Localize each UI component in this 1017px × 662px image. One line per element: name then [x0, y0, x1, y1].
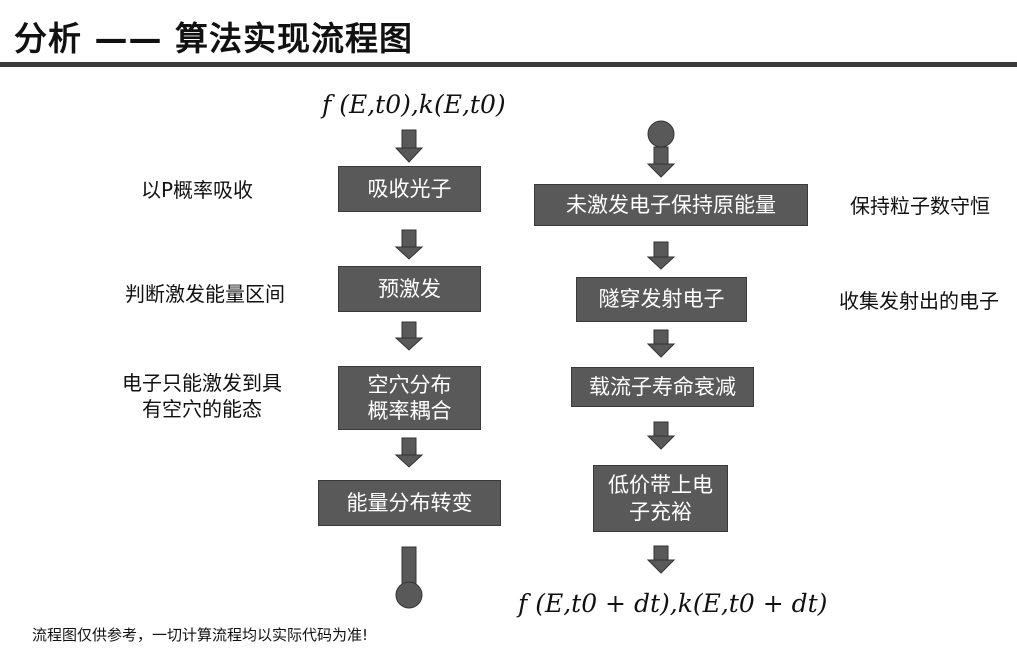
- tunnel-emission-box: 隧穿发射电子: [576, 277, 747, 322]
- pre-excite-note: 判断激发能量区间: [125, 282, 285, 306]
- arrow-tunnel-to-lifetime: [646, 329, 676, 358]
- box-label: 载流子寿命衰减: [589, 374, 736, 399]
- connector-right-start: [646, 120, 676, 178]
- final-distribution-formula: f (E,t0 + dt),k(E,t0 + dt): [518, 589, 827, 618]
- box-label-line2: 概率耦合: [367, 399, 452, 423]
- box-label: 预激发: [378, 276, 441, 301]
- arrow-refill-to-formula: [646, 545, 676, 574]
- note-line2: 有空穴的能态: [142, 397, 262, 421]
- connector-left-terminal: [395, 546, 423, 609]
- formula-text: f (E,t0),k(E,t0): [322, 90, 506, 119]
- absorb-photon-box: 吸收光子: [338, 166, 481, 212]
- hole-coupling-box: 空穴分布 概率耦合: [338, 366, 481, 430]
- box-label: 隧穿发射电子: [598, 287, 725, 312]
- pre-excite-box: 预激发: [338, 266, 481, 312]
- arrow-formula-to-absorb: [394, 129, 424, 163]
- arrow-lifetime-to-refill: [646, 421, 676, 450]
- footer-disclaimer: 流程图仅供参考，一切计算流程均以实际代码为准!: [32, 626, 369, 644]
- note-line1: 电子只能激发到具: [122, 371, 282, 395]
- box-label: 能量分布转变: [346, 490, 473, 515]
- box-label-line1: 空穴分布: [367, 372, 452, 397]
- keep-energy-note: 保持粒子数守恒: [850, 194, 990, 218]
- arrow-coupling-to-energy: [394, 437, 424, 468]
- box-label: 吸收光子: [367, 176, 452, 201]
- absorb-note: 以P概率吸收: [141, 178, 254, 202]
- energy-change-box: 能量分布转变: [318, 480, 501, 526]
- initial-distribution-formula: f (E,t0),k(E,t0): [322, 90, 506, 119]
- band-refill-box: 低价带上电 子充裕: [593, 465, 728, 532]
- tunnel-note: 收集发射出的电子: [839, 289, 999, 313]
- keep-energy-box: 未激发电子保持原能量: [534, 184, 808, 226]
- arrow-preexcite-to-coupling: [394, 321, 424, 351]
- carrier-lifetime-box: 载流子寿命衰减: [571, 367, 754, 407]
- page-title: 分析 —— 算法实现流程图: [14, 19, 413, 58]
- box-label-line2: 子充裕: [629, 499, 692, 524]
- arrow-absorb-to-preexcite: [394, 229, 424, 260]
- box-label-line1: 低价带上电: [608, 473, 713, 498]
- box-label: 未激发电子保持原能量: [566, 192, 776, 217]
- formula-text: f (E,t0 + dt),k(E,t0 + dt): [518, 589, 828, 618]
- arrow-keep-to-tunnel: [646, 241, 676, 270]
- hole-coupling-note: 电子只能激发到具 有空穴的能态: [122, 370, 282, 422]
- title-divider: [0, 62, 1017, 67]
